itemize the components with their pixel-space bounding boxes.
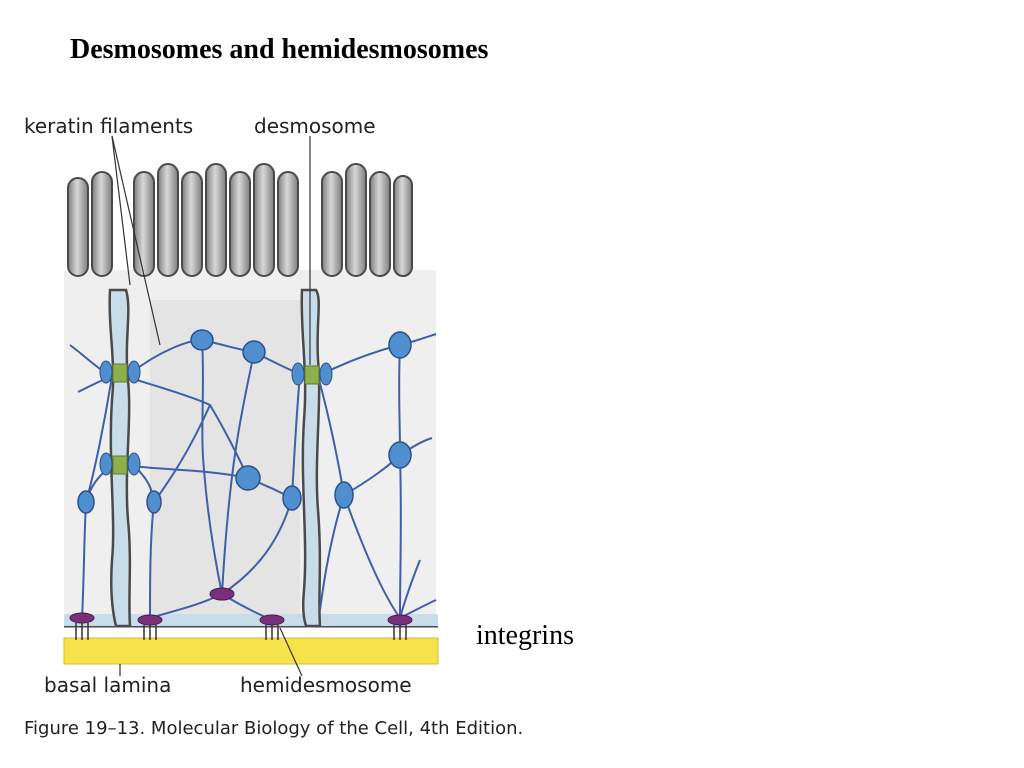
label-hemidesmosome: hemidesmosome <box>240 673 412 697</box>
label-keratin-filaments: keratin filaments <box>24 114 194 138</box>
figure-caption: Figure 19–13. Molecular Biology of the C… <box>24 718 524 739</box>
desmosomes <box>99 360 333 476</box>
leader-lines <box>111 135 311 677</box>
basal-lamina <box>63 637 439 665</box>
label-basal-lamina: basal lamina <box>44 673 172 697</box>
filament-nodes <box>77 329 412 514</box>
label-desmosome: desmosome <box>254 114 376 138</box>
cell-interior-shade-2 <box>150 300 300 620</box>
microvilli <box>67 163 413 277</box>
hemidesmosomes <box>69 587 413 626</box>
integrins-label: integrins <box>476 620 574 651</box>
slide-title: Desmosomes and hemidesmosomes <box>70 34 489 65</box>
integrin-pegs <box>75 623 407 640</box>
